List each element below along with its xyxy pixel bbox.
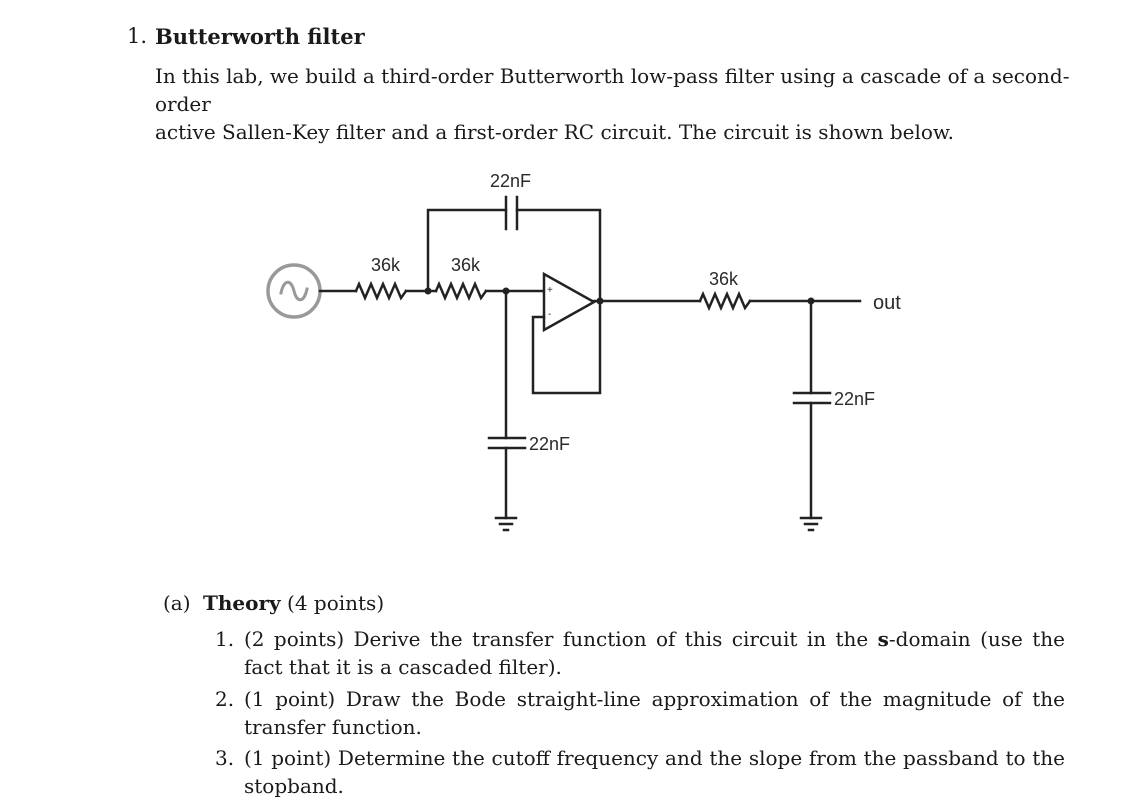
feedback-capacitor-label: 22nF <box>490 171 531 191</box>
ground-symbol2-icon <box>799 516 823 532</box>
list-item-text: (2 points) Derive the transfer function … <box>244 627 878 651</box>
list-item-number: 3. <box>215 746 235 770</box>
part-a-heading: (a) Theory (4 points) <box>163 591 384 615</box>
list-item-text: -domain (use the fact that it is a casca… <box>244 627 1066 679</box>
list-item-number: 1. <box>215 627 235 651</box>
resistor-r3-label: 36k <box>709 269 739 289</box>
intro-paragraph: In this lab, we build a third-order Butt… <box>155 62 1085 146</box>
part-a-title: Theory <box>203 591 281 615</box>
intro-line-1: In this lab, we build a third-order Butt… <box>155 64 1070 116</box>
list-item: 1. (2 points) Derive the transfer functi… <box>215 625 1065 681</box>
resistor-r2-icon <box>434 280 488 302</box>
list-item-text: (1 point) Determine the cutoff frequency… <box>244 746 1065 798</box>
list-item-bold: s <box>877 627 889 651</box>
list-item-number: 2. <box>215 687 235 711</box>
list-item: 3. (1 point) Determine the cutoff freque… <box>215 744 1065 800</box>
list-item-text: (1 point) Draw the Bode straight-line ap… <box>244 687 1065 739</box>
part-a-points: (4 points) <box>287 591 385 615</box>
section-number: 1. <box>127 24 148 48</box>
resistor-r1-label: 36k <box>371 255 401 275</box>
output-label: out <box>873 292 901 314</box>
opamp-plus-label: + <box>547 285 553 296</box>
capacitor-feedback-icon <box>504 195 519 231</box>
opamp-icon <box>542 271 597 333</box>
resistor-r3-icon <box>698 290 752 312</box>
opamp-minus-label: - <box>548 309 551 320</box>
section-title: Butterworth filter <box>155 24 365 49</box>
ground-capacitor2-label: 22nF <box>834 389 875 409</box>
list-item: 2. (1 point) Draw the Bode straight-line… <box>215 685 1065 741</box>
ground-capacitor1-label: 22nF <box>529 434 570 454</box>
intro-line-2: active Sallen-Key filter and a first-ord… <box>155 120 955 144</box>
ac-source-icon <box>266 263 322 319</box>
resistor-r2-label: 36k <box>451 255 481 275</box>
capacitor-ground2-icon <box>792 391 832 405</box>
ground-symbol1-icon <box>494 516 518 532</box>
resistor-r1-icon <box>354 280 408 302</box>
capacitor-ground1-icon <box>487 436 527 450</box>
part-a-label: (a) <box>163 591 191 615</box>
